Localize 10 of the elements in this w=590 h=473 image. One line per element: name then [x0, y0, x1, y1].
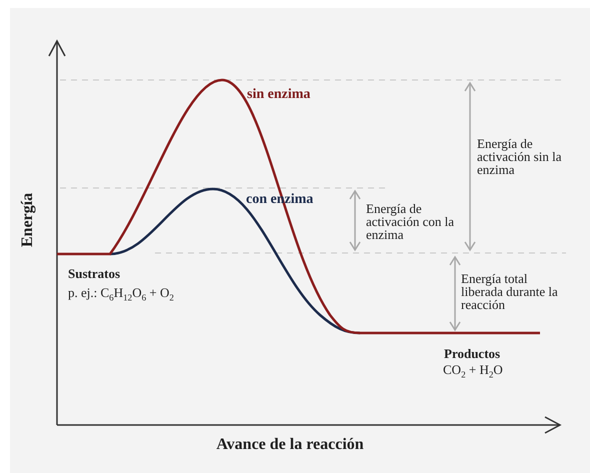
- axis-label: Energía: [20, 192, 36, 250]
- curve-label: sin enzima: [247, 88, 312, 102]
- formula-text: p. ej.: C$_{6}$H$_{12}$O$_{6}$ + O$_{2}$: [68, 286, 175, 299]
- annotation-text: Energía de activación con la enzima: [366, 202, 456, 241]
- annotation-text: Energía total liberada durante la reacción: [461, 272, 559, 311]
- axis-label: Avance de la reacción: [215, 437, 365, 453]
- state-label: Sustratos: [68, 267, 122, 280]
- state-label: Productos: [444, 347, 502, 360]
- annotation-text: Energía de activación sin la enzima: [477, 137, 562, 176]
- formula-text: CO$_{2}$ + H$_{2}$O: [443, 363, 504, 376]
